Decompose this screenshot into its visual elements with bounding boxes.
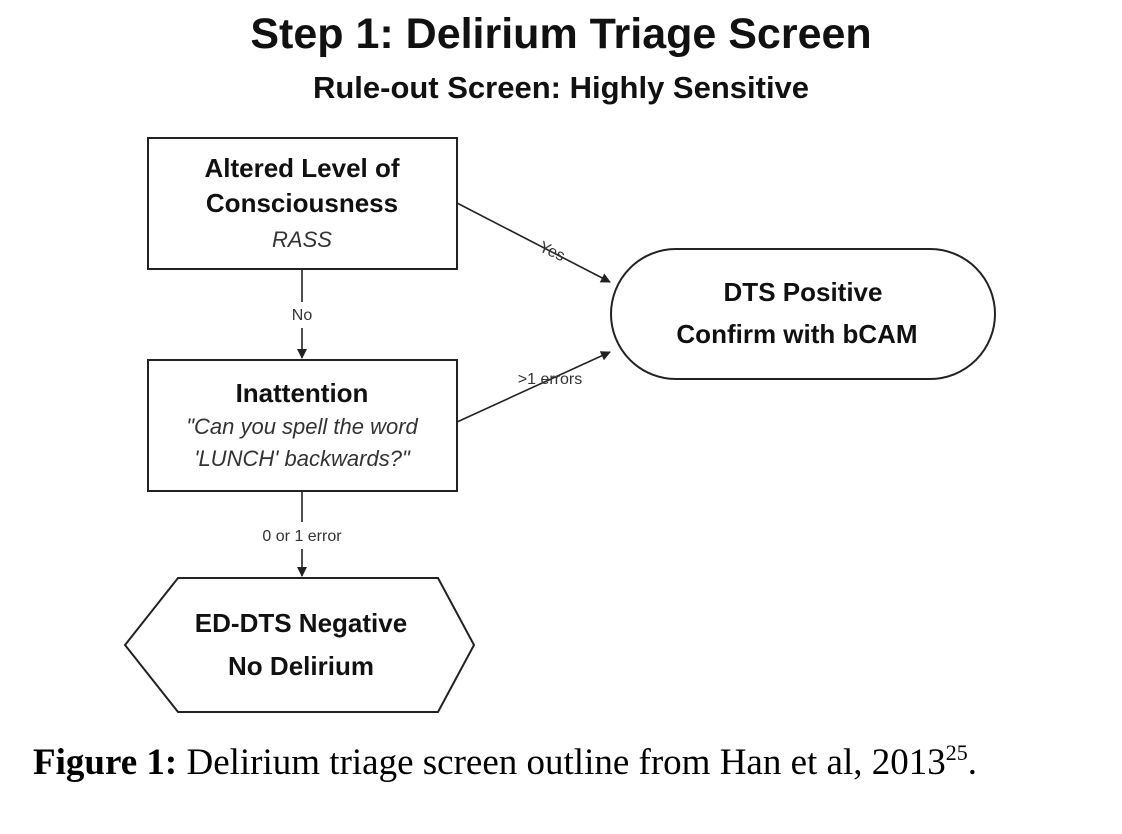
altered-consciousness-line1: Altered Level of [204,153,399,183]
inattention-node: Inattention "Can you spell the word 'LUN… [147,359,458,492]
figure-caption: Figure 1: Delirium triage screen outline… [33,740,977,784]
dts-positive-line1: DTS Positive [724,277,883,307]
ed-dts-negative-hexagon [123,577,476,713]
caption-end: . [967,742,977,783]
edge-yes-arrow [456,202,611,283]
edge-errors-arrow [456,351,611,423]
caption-reference: 25 [945,740,968,765]
dts-positive-line2: Confirm with bCAM [676,319,917,349]
altered-consciousness-box [147,137,458,270]
inattention-question-line2: 'LUNCH' backwards?" [194,446,411,471]
caption-text: Delirium triage screen outline from Han … [177,742,946,783]
inattention-title: Inattention [236,378,369,408]
edge-zero-label: 0 or 1 error [262,528,342,545]
diagram-subtitle: Rule-out Screen: Highly Sensitive [312,70,810,105]
edge-errors-label: >1 errors [518,371,582,388]
altered-consciousness-sub: RASS [272,227,332,252]
inattention-question-line1: "Can you spell the word [186,414,418,439]
diagram-title: Step 1: Delirium Triage Screen [250,10,872,58]
altered-consciousness-line2: Consciousness [206,188,398,218]
dts-positive-node: DTS Positive Confirm with bCAM [610,248,996,380]
edge-no-label: No [292,307,313,324]
dts-positive-box [610,248,996,380]
ed-dts-negative-node: ED-DTS Negative No Delirium [123,577,476,713]
ed-dts-negative-line1: ED-DTS Negative [195,608,407,638]
inattention-box [147,359,458,492]
ed-dts-negative-line2: No Delirium [228,651,374,681]
altered-consciousness-node: Altered Level of Consciousness RASS [147,137,458,270]
edge-yes-label: Yes [536,239,567,265]
caption-label: Figure 1: [33,742,178,783]
